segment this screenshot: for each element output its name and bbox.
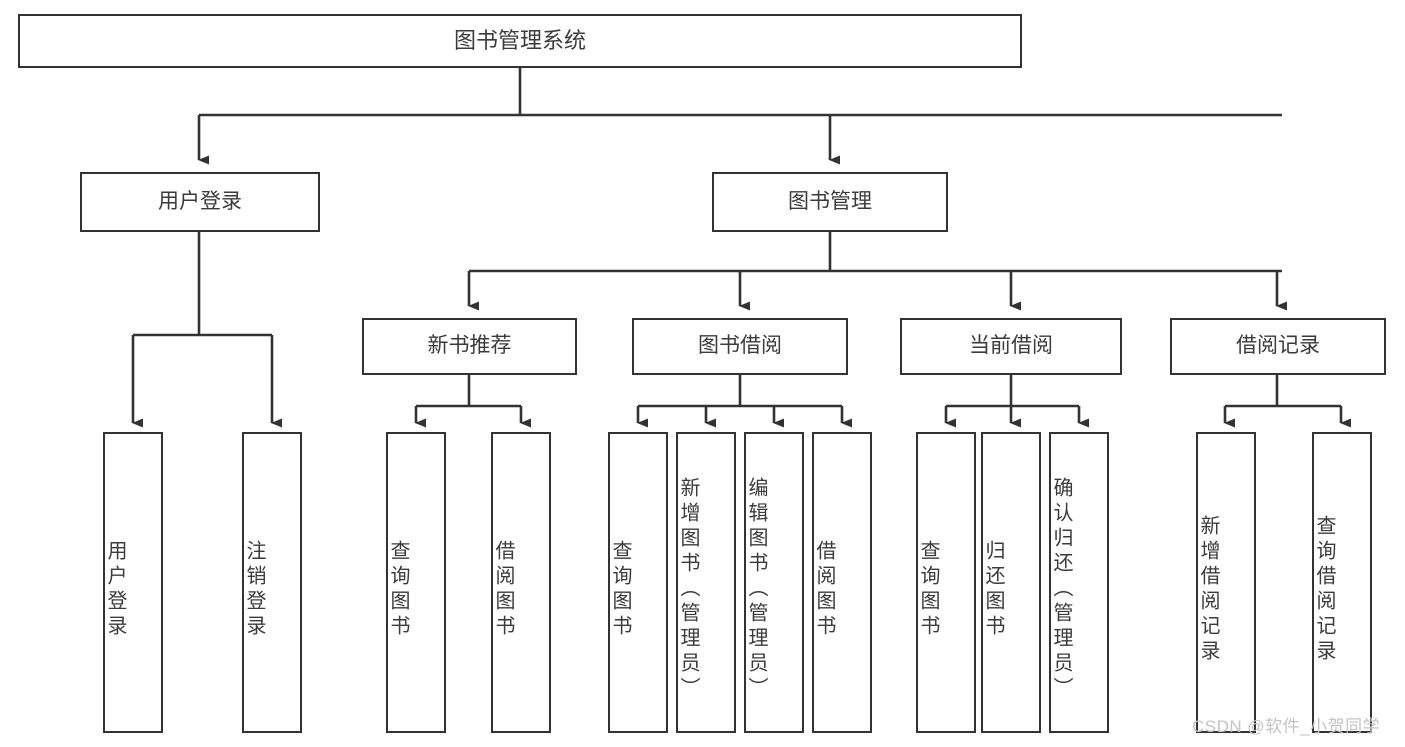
node-leaf-borrow-book[interactable]: 借阅图书 — [812, 432, 872, 733]
node-leaf-return-book-label: 归还图书 — [982, 539, 1004, 640]
node-leaf-add-book-admin-label: 新增图书（管理员） — [677, 477, 699, 702]
node-leaf-add-borrow-record[interactable]: 新增借阅记录 — [1196, 432, 1256, 733]
watermark-text: CSDN @软件_小贺同学 — [1192, 717, 1381, 736]
node-book-borrow[interactable]: 图书借阅 — [632, 318, 848, 375]
node-user-login-label: 用户登录 — [158, 189, 242, 213]
node-leaf-query-book-current[interactable]: 查询图书 — [916, 432, 976, 733]
node-leaf-logout[interactable]: 注销登录 — [242, 432, 302, 733]
node-leaf-query-borrow-record-label: 查询借阅记录 — [1313, 514, 1335, 665]
node-leaf-confirm-return-admin-label: 确认归还（管理员） — [1050, 477, 1072, 702]
node-leaf-query-book-borrow[interactable]: 查询图书 — [608, 432, 668, 733]
node-leaf-edit-book-admin-label: 编辑图书（管理员） — [745, 477, 767, 702]
node-book-management[interactable]: 图书管理 — [712, 172, 948, 232]
node-new-book-recommend-label: 新书推荐 — [427, 334, 512, 358]
node-root-book-management-system[interactable]: 图书管理系统 — [18, 14, 1022, 68]
node-user-login[interactable]: 用户登录 — [80, 172, 320, 232]
node-leaf-query-book-current-label: 查询图书 — [917, 539, 939, 640]
node-leaf-add-book-admin[interactable]: 新增图书（管理员） — [676, 432, 736, 733]
node-leaf-add-borrow-record-label: 新增借阅记录 — [1197, 514, 1219, 665]
node-root-label: 图书管理系统 — [453, 28, 586, 54]
node-current-borrow[interactable]: 当前借阅 — [900, 318, 1122, 375]
node-new-book-recommend[interactable]: 新书推荐 — [362, 318, 577, 375]
node-borrow-record[interactable]: 借阅记录 — [1170, 318, 1386, 375]
node-leaf-query-book-newbook[interactable]: 查询图书 — [386, 432, 446, 733]
node-leaf-query-book-borrow-label: 查询图书 — [609, 539, 631, 640]
node-leaf-borrow-book-label: 借阅图书 — [813, 539, 835, 640]
node-leaf-edit-book-admin[interactable]: 编辑图书（管理员） — [744, 432, 804, 733]
node-leaf-borrow-book-newbook-label: 借阅图书 — [492, 539, 514, 640]
node-book-borrow-label: 图书借阅 — [698, 334, 782, 358]
node-leaf-query-borrow-record[interactable]: 查询借阅记录 — [1312, 432, 1372, 733]
node-book-management-label: 图书管理 — [788, 189, 872, 213]
node-leaf-logout-label: 注销登录 — [243, 539, 265, 640]
node-borrow-record-label: 借阅记录 — [1236, 334, 1320, 358]
node-leaf-user-login-label: 用户登录 — [104, 539, 126, 640]
node-leaf-confirm-return-admin[interactable]: 确认归还（管理员） — [1049, 432, 1109, 733]
node-leaf-borrow-book-newbook[interactable]: 借阅图书 — [491, 432, 551, 733]
node-leaf-return-book[interactable]: 归还图书 — [981, 432, 1041, 733]
node-current-borrow-label: 当前借阅 — [969, 334, 1053, 358]
node-leaf-user-login[interactable]: 用户登录 — [103, 432, 163, 733]
node-leaf-query-book-newbook-label: 查询图书 — [387, 539, 409, 640]
